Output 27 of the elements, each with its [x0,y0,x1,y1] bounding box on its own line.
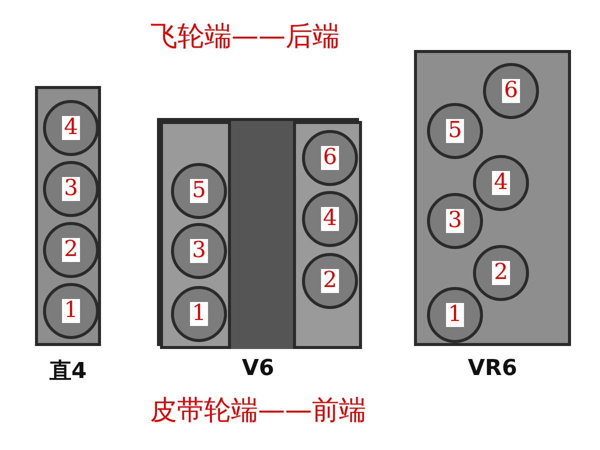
cylinder-circle: 5 [171,163,227,219]
engine-type-label: 直4 [49,358,87,386]
cylinder-circle: 3 [43,161,99,217]
cylinder-circle: 1 [171,286,227,342]
cylinder-circle: 5 [427,103,483,159]
cylinder-circle: 3 [427,193,483,249]
engine-block [157,118,359,346]
cylinder-circle: 6 [302,130,358,186]
cylinder-circle: 2 [43,222,99,278]
cylinder-circle: 4 [473,155,529,211]
cylinder-circle: 2 [473,245,529,301]
cylinder-bank [293,121,362,349]
end-label: 皮带轮端——前端 [150,394,366,428]
cylinder-circle: 1 [43,283,99,339]
valley-bar [231,121,293,349]
cylinder-bank [160,121,231,349]
cylinder-circle: 1 [427,287,483,343]
cylinder-circle: 3 [171,223,227,279]
cylinder-circle: 4 [43,100,99,156]
cylinder-circle: 6 [483,63,539,119]
cylinder-circle: 4 [302,191,358,247]
engine-type-label: VR6 [468,356,518,381]
end-label: 飞轮端——后端 [150,20,340,54]
engine-type-label: V6 [242,356,274,381]
engine-block [35,86,101,346]
cylinder-circle: 2 [302,253,358,309]
engine-block [414,50,571,346]
